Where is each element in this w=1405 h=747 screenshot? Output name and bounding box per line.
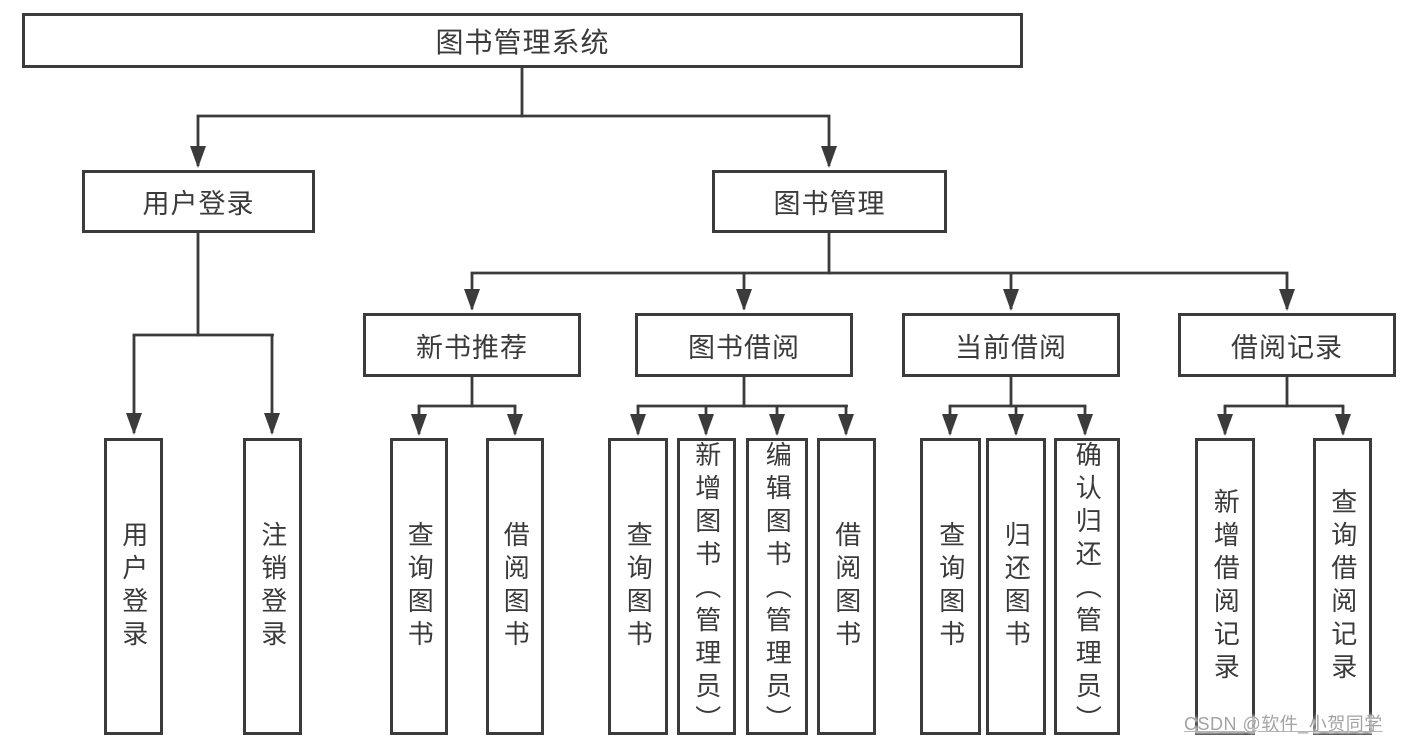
node-borrow-records: 借阅记录 <box>1178 313 1396 377</box>
leaf-borrow-borrow-books: 借阅图书 <box>817 438 876 735</box>
csdn-watermark: CSDN @软件_小贺同学 <box>1184 714 1383 734</box>
connector-book-borrow-to-children <box>630 377 854 436</box>
connector-book-management-to-level3 <box>464 233 1295 311</box>
leaf-records-query-record: 查询借阅记录 <box>1313 438 1372 735</box>
node-user-login: 用户登录 <box>82 170 315 233</box>
leaf-borrow-add-books: 新增图书（管理员） <box>677 438 736 738</box>
connector-borrow-records-to-children <box>1217 377 1351 436</box>
connector-new-book-recommend-to-children <box>411 377 523 436</box>
connector-user-login-to-children <box>126 233 280 435</box>
node-root: 图书管理系统 <box>22 13 1023 68</box>
node-book-management: 图书管理 <box>712 170 947 233</box>
leaf-newrec-borrow-books: 借阅图书 <box>486 438 544 735</box>
leaf-current-return-books: 归还图书 <box>986 438 1046 735</box>
leaf-user-login: 用户登录 <box>104 438 163 735</box>
leaf-current-query-books: 查询图书 <box>920 438 981 735</box>
leaf-records-add-record: 新增借阅记录 <box>1195 438 1255 735</box>
node-new-book-recommend: 新书推荐 <box>363 313 581 377</box>
leaf-borrow-query-books: 查询图书 <box>608 438 668 735</box>
leaf-current-confirm-return: 确认归还（管理员） <box>1054 438 1120 738</box>
leaf-borrow-edit-books: 编辑图书（管理员） <box>746 438 808 738</box>
leaf-newrec-query-books: 查询图书 <box>390 438 448 735</box>
connector-current-borrow-to-children <box>942 377 1093 436</box>
leaf-logout: 注销登录 <box>243 438 302 735</box>
node-current-borrow: 当前借阅 <box>902 313 1120 377</box>
connector-root-to-level2 <box>190 68 837 168</box>
node-book-borrow: 图书借阅 <box>635 313 853 377</box>
